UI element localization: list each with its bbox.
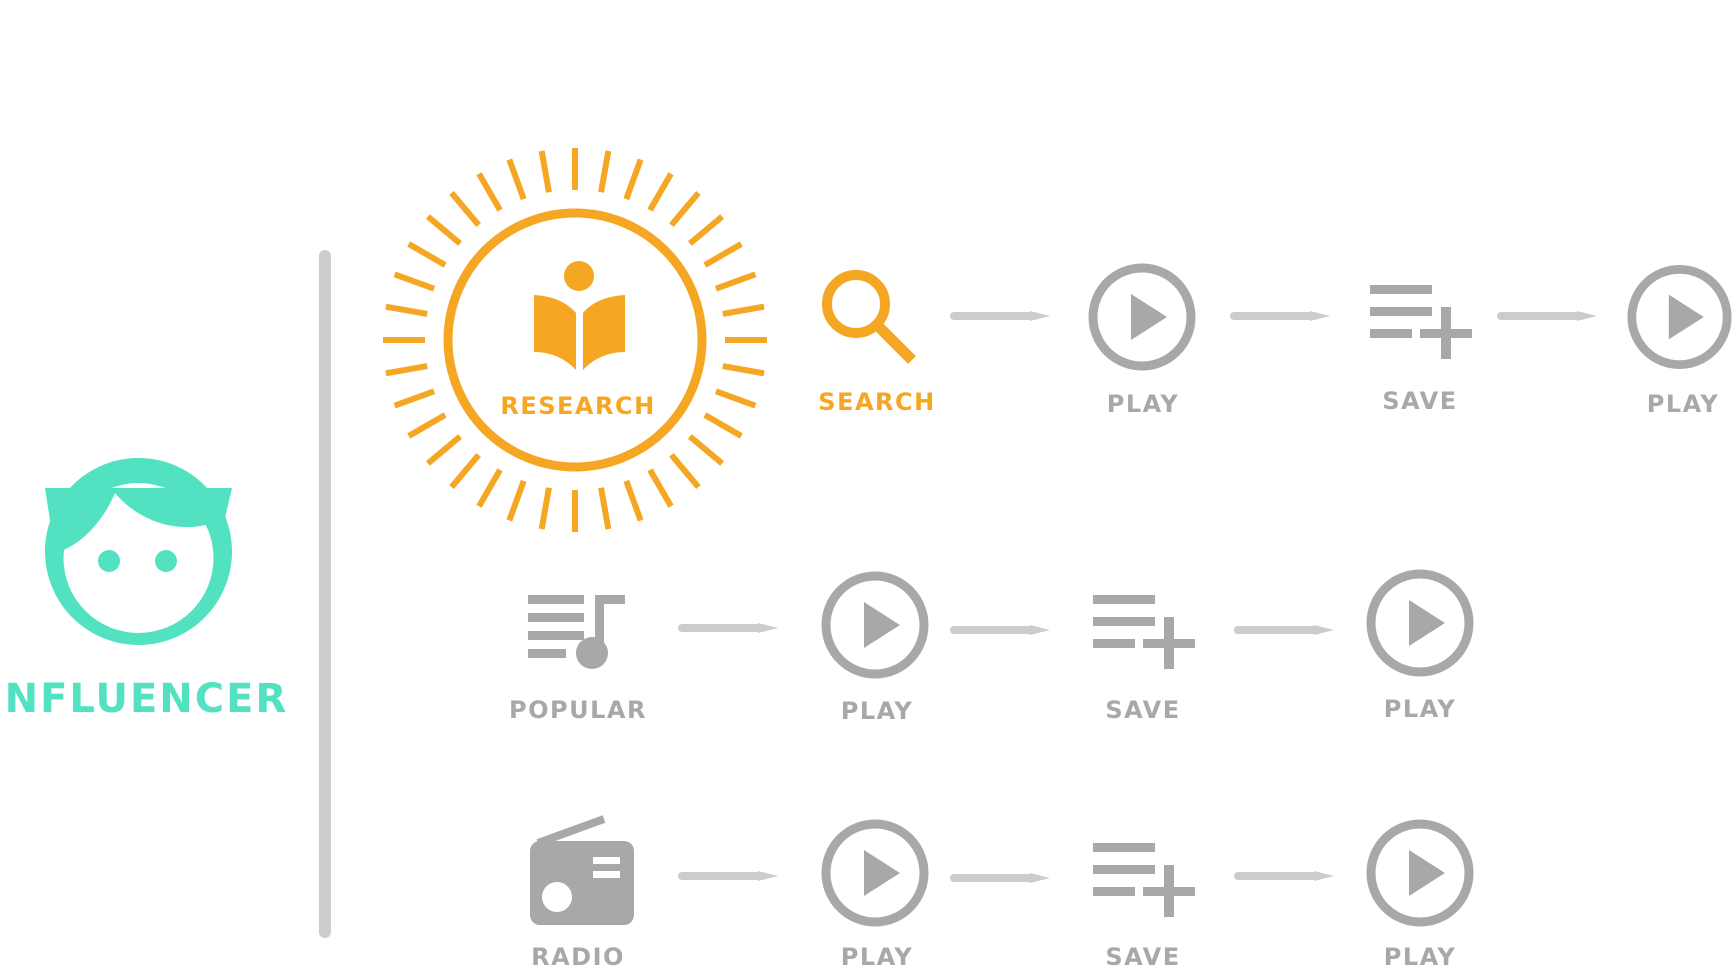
step-label-play: PLAY bbox=[1646, 390, 1720, 418]
play-icon bbox=[820, 570, 930, 680]
sunburst-ray bbox=[385, 363, 428, 377]
step-label-play: PLAY bbox=[1383, 695, 1457, 723]
arrow-2-2 bbox=[948, 624, 1052, 636]
step-label-popular: POPULAR bbox=[509, 696, 647, 724]
play-icon bbox=[1365, 818, 1475, 928]
sunburst-ray bbox=[714, 388, 757, 409]
step-label-search: SEARCH bbox=[818, 388, 936, 416]
divider-line bbox=[319, 250, 331, 938]
sunburst-ray bbox=[393, 271, 436, 292]
music-list-icon bbox=[528, 595, 625, 669]
sunburst-ray bbox=[703, 241, 743, 268]
play-icon bbox=[820, 818, 930, 928]
sunburst-ray bbox=[598, 487, 612, 530]
sunburst-ray bbox=[476, 468, 503, 508]
sunburst-ray bbox=[425, 434, 463, 466]
sunburst-ray bbox=[714, 271, 757, 292]
sunburst-ray bbox=[425, 214, 463, 246]
play-icon bbox=[1626, 262, 1733, 372]
influencer-persona bbox=[45, 458, 232, 645]
play-icon bbox=[1365, 568, 1475, 678]
sunburst-ray bbox=[687, 214, 725, 246]
sunburst-ray bbox=[538, 487, 552, 530]
sunburst-ray bbox=[506, 158, 527, 201]
search-icon bbox=[822, 270, 916, 364]
arrow-1-2 bbox=[1228, 310, 1332, 322]
sunburst-ray bbox=[669, 190, 701, 228]
radio-icon bbox=[530, 815, 634, 925]
play-icon bbox=[1087, 262, 1197, 372]
sunburst-ray bbox=[647, 172, 674, 212]
book-reader-icon bbox=[534, 261, 625, 370]
arrow-3-2 bbox=[948, 872, 1052, 884]
sunburst-ray bbox=[623, 479, 644, 522]
sunburst-ray bbox=[722, 363, 765, 377]
sunburst-ray bbox=[703, 412, 743, 439]
sunburst-ray bbox=[407, 241, 447, 268]
step-label-radio: RADIO bbox=[531, 943, 625, 971]
sunburst-ray bbox=[393, 388, 436, 409]
arrow-2-3 bbox=[1232, 624, 1336, 636]
face-icon bbox=[45, 458, 232, 645]
sunburst-ray bbox=[407, 412, 447, 439]
step-label-play: PLAY bbox=[1383, 943, 1457, 971]
sunburst-ray bbox=[449, 452, 481, 490]
step-label-research: RESEARCH bbox=[500, 392, 656, 420]
sunburst-ray bbox=[598, 150, 612, 193]
playlist-add-icon bbox=[1370, 285, 1480, 365]
persona-label: INFLUENCER bbox=[0, 676, 289, 722]
arrow-1-3 bbox=[1495, 310, 1599, 322]
playlist-add-icon bbox=[1093, 843, 1203, 923]
sunburst-ray bbox=[687, 434, 725, 466]
sunburst-ray bbox=[623, 158, 644, 201]
step-label-play: PLAY bbox=[1106, 390, 1180, 418]
sunburst-ray bbox=[722, 303, 765, 317]
sunburst-ray bbox=[449, 190, 481, 228]
arrow-1-1 bbox=[948, 310, 1052, 322]
playlist-add-icon bbox=[1093, 595, 1203, 675]
step-label-play: PLAY bbox=[840, 697, 914, 725]
arrow-3-3 bbox=[1232, 870, 1336, 882]
sunburst-ray bbox=[669, 452, 701, 490]
step-label-save: SAVE bbox=[1105, 696, 1181, 724]
arrow-2-1 bbox=[676, 622, 780, 634]
step-label-play: PLAY bbox=[840, 943, 914, 971]
arrow-3-1 bbox=[676, 870, 780, 882]
sunburst-ray bbox=[506, 479, 527, 522]
sunburst-ray bbox=[476, 172, 503, 212]
sunburst-ray bbox=[647, 468, 674, 508]
sunburst-ray bbox=[385, 303, 428, 317]
step-label-save: SAVE bbox=[1105, 943, 1181, 971]
step-label-save: SAVE bbox=[1382, 387, 1458, 415]
research-sunburst bbox=[383, 148, 767, 532]
sunburst-ray bbox=[538, 150, 552, 193]
